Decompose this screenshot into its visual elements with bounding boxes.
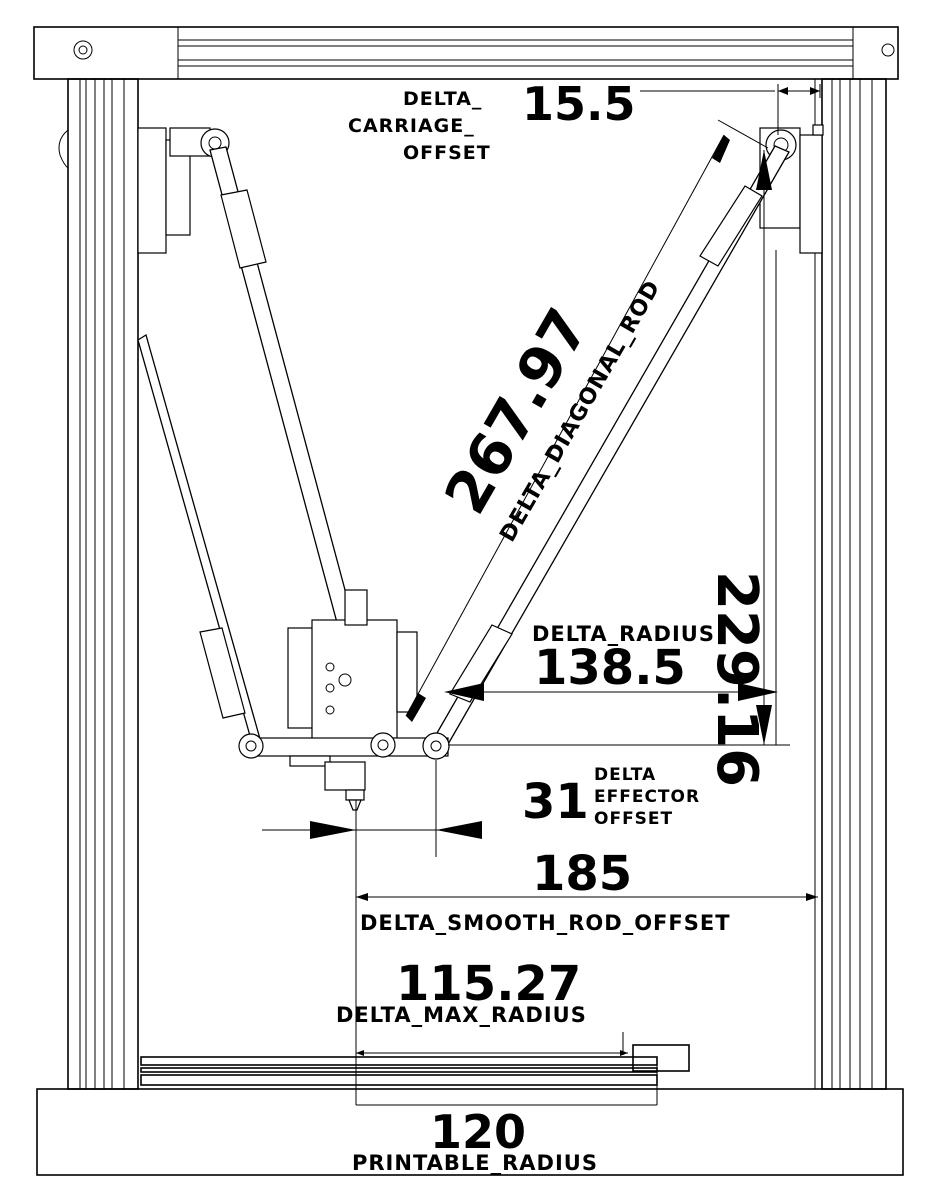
effector-offset-text-3: OFFSET [594,809,673,829]
printable-radius-value: 120 [430,1105,526,1159]
left-column [58,78,139,1090]
max-radius-label: 115.27 DELTA_MAX_RADIUS [336,956,587,1027]
radius-label: DELTA_RADIUS 138.5 [532,622,715,696]
radius-text: DELTA_RADIUS [532,622,715,646]
right-column [814,78,887,1090]
effector-offset-text-1: DELTA [594,765,656,785]
radius-value: 138.5 [534,640,686,696]
carriage-offset-label: DELTA_ CARRIAGE_ OFFSET 15.5 [348,77,636,164]
base [36,1088,904,1176]
printable-radius-text: PRINTABLE_RADIUS [352,1151,598,1175]
carriage-offset-value: 15.5 [522,77,636,131]
effector-offset-text-2: EFFECTOR [594,787,700,807]
effector-offset-value: 31 [522,774,589,830]
right-carriage [759,124,824,254]
max-radius-value: 115.27 [396,956,581,1012]
top-frame [33,26,899,80]
left-carriage [137,127,230,254]
effector-offset-label: 31 DELTA EFFECTOR OFFSET [522,765,700,830]
smooth-rod-offset-text: DELTA_SMOOTH_ROD_OFFSET [360,911,731,935]
smooth-rod-offset-value: 185 [532,846,632,902]
height-label: 229.16 [704,571,769,787]
carriage-offset-text-2: CARRIAGE_ [348,115,475,137]
smooth-rod-offset-label: 185 DELTA_SMOOTH_ROD_OFFSET [360,846,731,935]
printable-radius-label: 120 PRINTABLE_RADIUS [352,1105,598,1175]
diagonal-rod-label: 267.97 DELTA_DIAGONAL_ROD [431,276,666,546]
effector [238,589,450,811]
max-radius-text: DELTA_MAX_RADIUS [336,1003,587,1027]
height-value: 229.16 [704,571,769,787]
dimension-lines [262,84,821,1106]
carriage-offset-text-3: OFFSET [403,142,491,164]
carriage-offset-text-1: DELTA_ [403,88,482,110]
print-bed [140,1044,690,1086]
